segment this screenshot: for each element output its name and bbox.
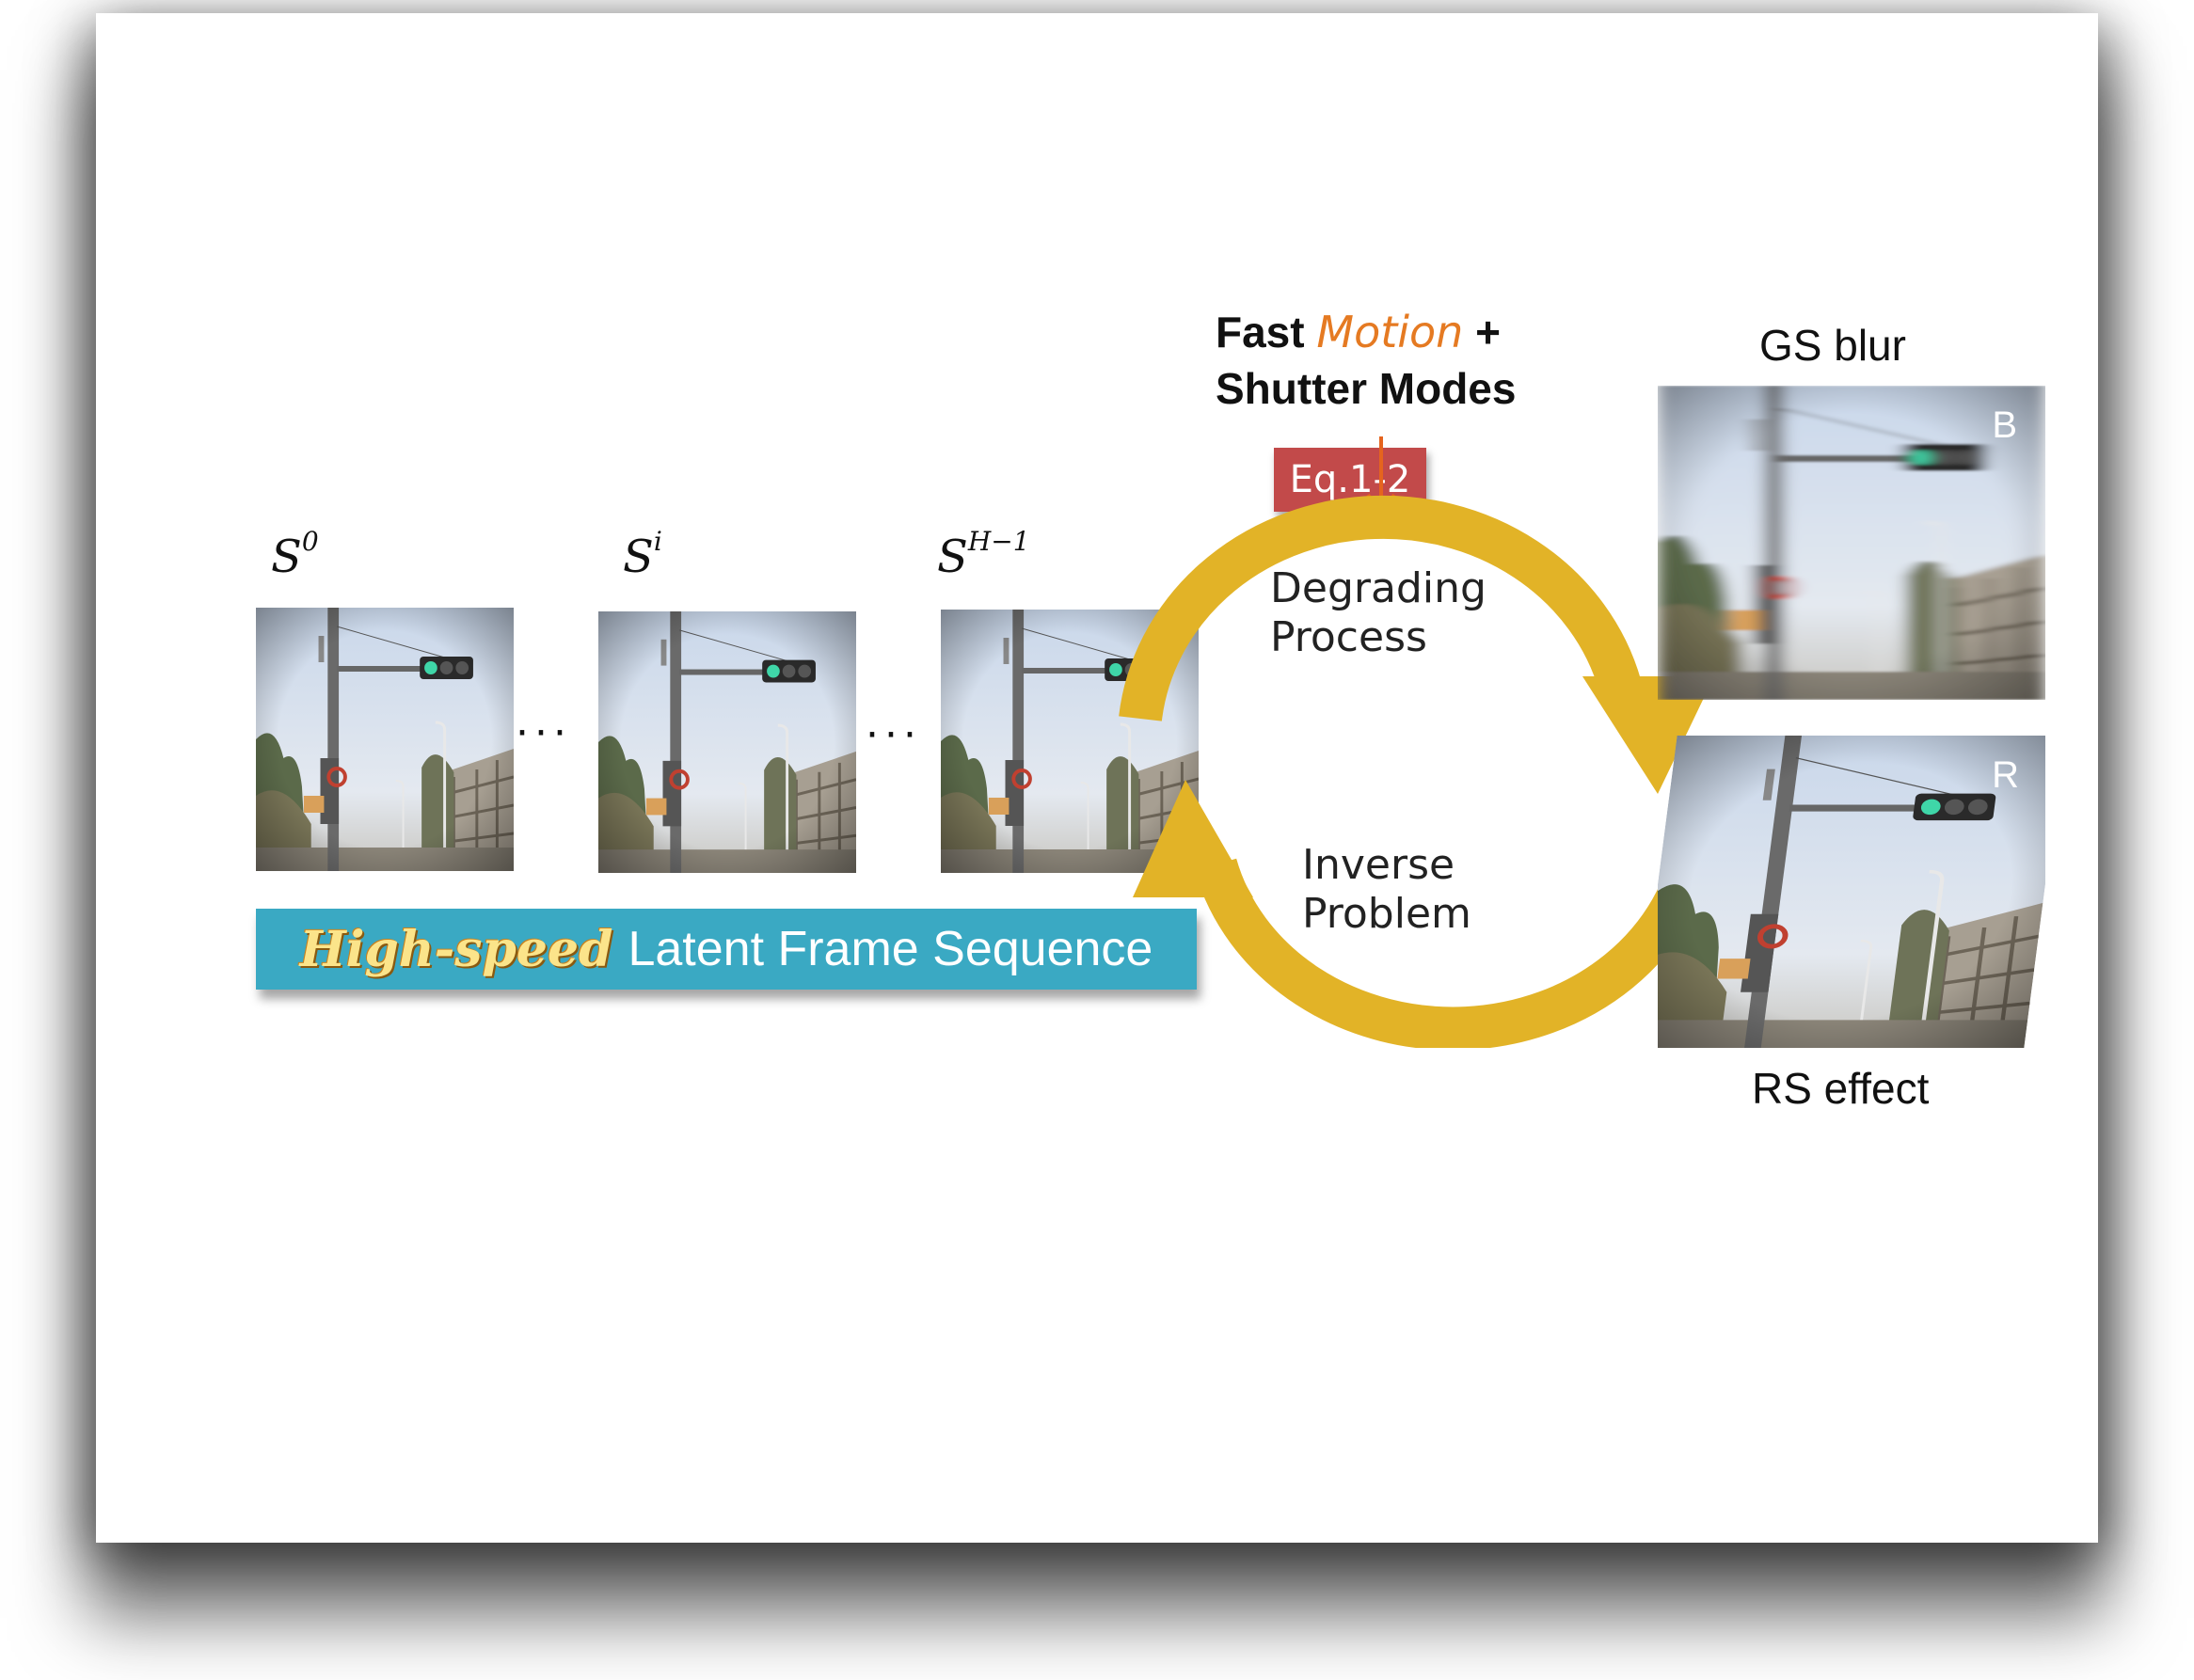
sequence-banner: High-speed Latent Frame Sequence bbox=[256, 909, 1197, 990]
degrading-label: Degrading Process bbox=[1270, 564, 1487, 661]
frame-label-last: SH−1 bbox=[937, 526, 1030, 583]
frame-label-first: S0 bbox=[271, 526, 319, 583]
rs-effect-caption: RS effect bbox=[1752, 1064, 1930, 1113]
gs-blur-caption: GS blur bbox=[1759, 321, 1906, 370]
ellipsis-2: ··· bbox=[866, 711, 922, 759]
equation-tag: Eq.1-2 bbox=[1274, 448, 1426, 512]
banner-text: Latent Frame Sequence bbox=[628, 922, 1153, 976]
inverse-label: Inverse Problem bbox=[1302, 841, 1471, 938]
fast-motion-title: Fast Motion + bbox=[1216, 307, 1501, 357]
degrading-arrowhead-icon bbox=[1582, 676, 1714, 794]
latent-frame-mid bbox=[598, 611, 856, 873]
gs-blur-image: B bbox=[1658, 386, 2045, 700]
degrading-arc bbox=[1119, 495, 1642, 721]
ellipsis-1: ··· bbox=[516, 709, 572, 757]
shutter-modes-title: Shutter Modes bbox=[1216, 364, 1517, 413]
motion-word: Motion bbox=[1316, 307, 1464, 357]
rs-effect-tag: R bbox=[1992, 754, 2019, 796]
gs-blur-tag: B bbox=[1992, 404, 2017, 446]
banner-highlight: High-speed bbox=[299, 920, 613, 978]
rs-effect-image: R bbox=[1658, 736, 2045, 1048]
slide: S0 Si SH−1 ··· ··· High-speed Latent Fra… bbox=[96, 13, 2098, 1543]
latent-frame-first bbox=[256, 608, 514, 871]
frame-label-mid: Si bbox=[623, 526, 662, 583]
inverse-arrowhead-icon bbox=[1133, 780, 1253, 897]
